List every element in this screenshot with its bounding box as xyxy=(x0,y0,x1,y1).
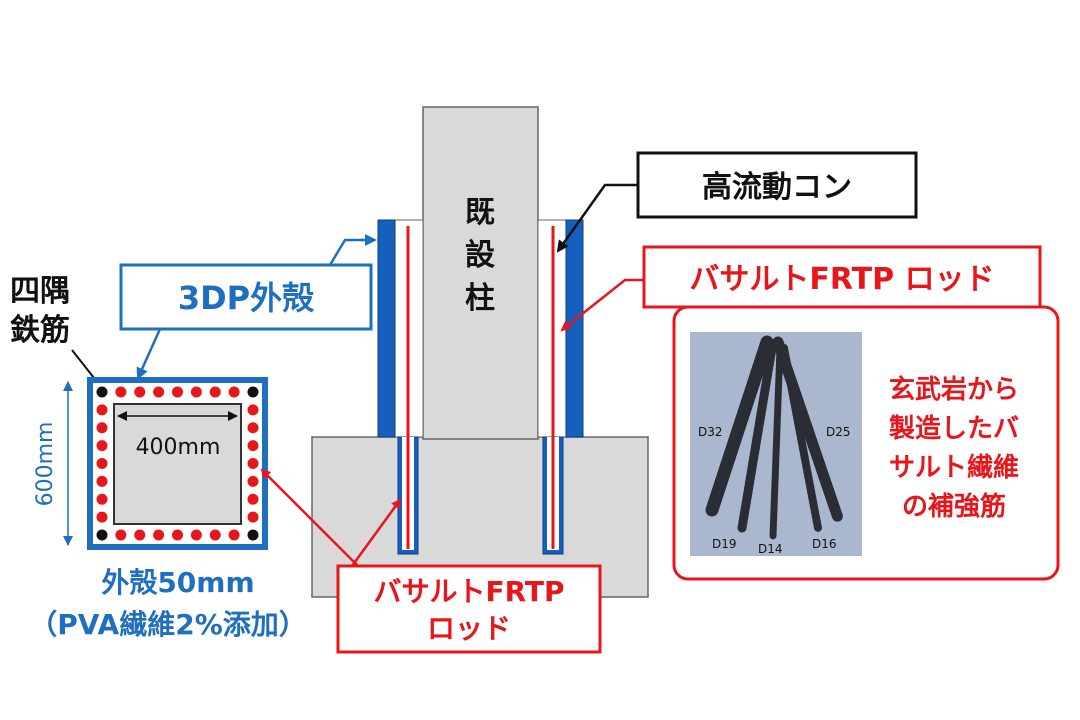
basalt-note-line-3: サルト繊維 xyxy=(889,452,1019,483)
frtp-rod-dot xyxy=(247,404,259,416)
left-3dp-shell xyxy=(377,219,396,438)
section-rebar-leader xyxy=(260,468,359,567)
outer-dim-label: 600mm xyxy=(33,422,58,507)
frtp-rod-dot xyxy=(96,493,108,505)
shell-3dp-box xyxy=(119,263,373,331)
basalt-note-line-4: の補強筋 xyxy=(902,491,1006,522)
section-core xyxy=(113,403,242,525)
high-flow-concrete-label: 高流動コン xyxy=(702,170,852,205)
basalt-note-line-1: 玄武岩から xyxy=(889,374,1019,405)
corner-rebar-line-1: 四隅 xyxy=(10,274,70,309)
frtp-rod-bottom-line-2: ロッド xyxy=(427,612,511,645)
existing-column-char-1: 既 xyxy=(465,195,495,230)
rod-d19 xyxy=(737,343,777,533)
frtp-rod-dot xyxy=(172,529,183,541)
corner-rebar-dot xyxy=(247,386,259,398)
shell-3dp-leader-bottom xyxy=(136,328,162,380)
frtp-rod-dot xyxy=(96,422,108,434)
frtp-rod-dot xyxy=(153,386,165,398)
rod-label-d32: D32 xyxy=(698,425,723,439)
frtp-rod-bottom-leader xyxy=(350,498,402,567)
corner-rebar-line-2: 鉄筋 xyxy=(10,313,70,348)
frtp-rod-top-box xyxy=(642,245,1042,309)
frtp-rod-dot xyxy=(190,529,202,541)
frtp-rod-dot xyxy=(228,529,240,541)
existing-column-char-2: 設 xyxy=(465,238,495,273)
frtp-rod-dot xyxy=(190,386,202,398)
existing-column-char-3: 柱 xyxy=(465,281,495,316)
frtp-rod-dot xyxy=(134,529,146,541)
cross-section: 400mm xyxy=(87,377,268,550)
shell-3dp-leader-top xyxy=(328,234,377,266)
rod-label-d19: D19 xyxy=(712,537,737,551)
corner-rebar-dot xyxy=(96,529,108,541)
rod-label-d14: D14 xyxy=(758,542,783,556)
corner-rebar-dot xyxy=(96,386,108,398)
frtp-rod-dot xyxy=(153,529,165,541)
existing-column xyxy=(422,106,539,440)
frtp-rod-dot xyxy=(247,422,259,434)
frtp-rod-dot xyxy=(96,440,108,452)
inner-dim-label: 400mm xyxy=(136,435,221,460)
frtp-rod-dot xyxy=(96,458,108,469)
frtp-rod-top-leader xyxy=(560,278,644,332)
frtp-rod-dot xyxy=(209,529,221,541)
frtp-rod-dot xyxy=(247,440,259,452)
frtp-rod-dot xyxy=(228,386,240,398)
rod-d32 xyxy=(705,335,774,517)
frtp-rod-bottom-line-1: バサルトFRTP xyxy=(373,575,564,608)
frtp-rod-dot xyxy=(247,475,259,487)
frtp-rod-dot xyxy=(96,475,108,487)
basalt-note-line-2: 製造したバ xyxy=(889,414,1019,444)
frtp-rod-dot xyxy=(247,493,259,505)
right-3dp-shell xyxy=(565,219,584,438)
corner-rebar-leader xyxy=(71,349,95,379)
high-flow-concrete-box xyxy=(636,151,918,219)
pva-note-label: （PVA繊維2%添加） xyxy=(29,608,307,641)
rod-d14 xyxy=(769,344,784,540)
corner-rebar-dot xyxy=(247,529,259,541)
frtp-rod-dot xyxy=(247,511,259,523)
frtp-rod-top-label: バサルトFRTP ロッド xyxy=(689,262,994,297)
frtp-rod-dot xyxy=(209,386,221,398)
frtp-rod-dot xyxy=(96,404,108,416)
frtp-rod-dot xyxy=(172,386,183,398)
rod-label-d16: D16 xyxy=(812,537,837,551)
rebar-dots xyxy=(96,386,259,541)
frtp-rod-dot xyxy=(96,511,108,523)
frtp-rod-bottom-box xyxy=(336,564,602,654)
frtp-rod-dot xyxy=(134,386,146,398)
shell-thickness-label: 外殻50mm xyxy=(101,566,254,599)
frtp-rod-dot xyxy=(115,386,127,398)
shell-3dp-label: 3DP外殻 xyxy=(178,279,315,317)
high-flow-concrete-leader xyxy=(556,183,638,253)
basalt-rod-photo: D32 D25 D19 D14 D16 xyxy=(690,332,862,556)
rod-label-d25: D25 xyxy=(826,425,851,439)
frtp-rod-dot xyxy=(247,458,259,469)
rod-d16 xyxy=(780,344,822,532)
frtp-rod-dot xyxy=(115,529,127,541)
